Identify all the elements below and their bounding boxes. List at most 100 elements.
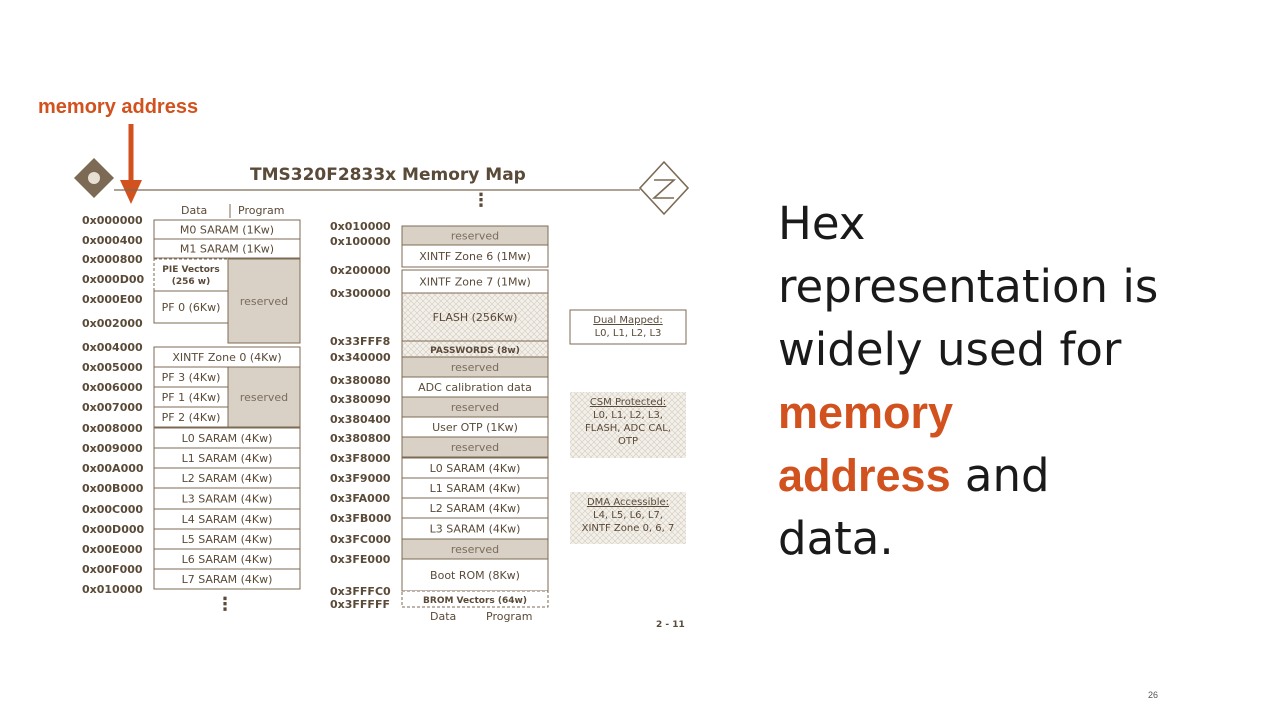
memory-block-label: reserved xyxy=(451,230,499,243)
address-label: 0x3F8000 xyxy=(330,452,391,465)
address-label: 0x00D000 xyxy=(82,523,144,536)
address-label: 0x00E000 xyxy=(82,543,143,556)
memory-block-label: L0 SARAM (4Kw) xyxy=(182,432,273,445)
address-label: 0x3FB000 xyxy=(330,512,392,525)
address-label: 0x3FC000 xyxy=(330,533,391,546)
memory-block-label: reserved xyxy=(451,543,499,556)
address-label: 0x200000 xyxy=(330,264,391,277)
memory-block xyxy=(227,366,301,428)
memory-block-label: FLASH (256Kw) xyxy=(433,311,518,324)
memory-map-diagram: TMS320F2833x Memory Map Data Program ⋮ ⋮… xyxy=(74,158,690,630)
memory-block-label: XINTF Zone 7 (1Mw) xyxy=(419,276,531,289)
memory-block xyxy=(227,258,301,344)
address-label: 0x009000 xyxy=(82,442,143,455)
memory-block-label: L2 SARAM (4Kw) xyxy=(430,502,521,515)
memory-block xyxy=(401,590,549,608)
legend-box xyxy=(570,492,686,544)
legend-line: OTP xyxy=(618,436,638,447)
continuation-dots-left: ⋮ xyxy=(216,594,234,615)
address-label: 0x000E00 xyxy=(82,293,143,306)
address-label: 0x000400 xyxy=(82,234,143,247)
memory-block-label: PF 2 (4Kw) xyxy=(162,411,221,424)
address-label: 0x380080 xyxy=(330,374,391,387)
address-label: 0x380800 xyxy=(330,432,391,445)
slide-number: 26 xyxy=(1148,690,1159,700)
memory-block xyxy=(401,558,549,592)
body-text: Hex representation is widely used for me… xyxy=(778,192,1218,570)
address-label: 0x340000 xyxy=(330,351,391,364)
memory-block xyxy=(153,258,229,292)
memory-block xyxy=(401,244,549,268)
body-and: and xyxy=(950,449,1050,502)
down-arrow-icon xyxy=(120,124,142,204)
memory-block-label: PF 0 (6Kw) xyxy=(162,301,221,314)
address-label: 0x380400 xyxy=(330,413,391,426)
memory-block-label: PIE Vectors xyxy=(162,265,219,275)
column-header-data: Data xyxy=(181,204,207,217)
memory-block-label: reserved xyxy=(451,401,499,414)
address-label: 0x007000 xyxy=(82,401,143,414)
memory-block-label: L7 SARAM (4Kw) xyxy=(182,573,273,586)
legend-title: CSM Protected: xyxy=(590,397,666,408)
page-reference: 2 - 11 xyxy=(656,620,685,630)
address-label: 0x005000 xyxy=(82,361,143,374)
memory-block xyxy=(153,290,229,324)
memory-block-label: M1 SARAM (1Kw) xyxy=(180,243,274,256)
address-label: 0x010000 xyxy=(330,220,391,233)
address-label: 0x300000 xyxy=(330,287,391,300)
memory-block-label: XINTF Zone 0 (4Kw) xyxy=(172,351,281,364)
memory-block-label: L1 SARAM (4Kw) xyxy=(182,452,273,465)
legend-line: L0, L1, L2, L3, xyxy=(593,410,663,421)
memory-block xyxy=(401,292,549,342)
body-line-3: widely used for xyxy=(778,323,1122,376)
column-header-program-bottom: Program xyxy=(486,610,532,623)
address-label: 0x000000 xyxy=(82,214,143,227)
memory-block-label: reserved xyxy=(240,391,288,404)
memory-block-label: reserved xyxy=(451,441,499,454)
legend-line: L0, L1, L2, L3 xyxy=(595,328,662,339)
address-label: 0x3FA000 xyxy=(330,492,390,505)
memory-block-label: L3 SARAM (4Kw) xyxy=(430,523,521,536)
memory-block xyxy=(153,238,301,259)
memory-block-label: M0 SARAM (1Kw) xyxy=(180,224,274,237)
address-label: 0x3FE000 xyxy=(330,553,391,566)
memory-block-label: L2 SARAM (4Kw) xyxy=(182,472,273,485)
memory-block-label: L4 SARAM (4Kw) xyxy=(182,513,273,526)
memory-block-label: User OTP (1Kw) xyxy=(432,421,518,434)
address-label: 0x000D00 xyxy=(82,273,144,286)
memory-block-label: PASSWORDS (8w) xyxy=(430,346,520,356)
legend-box xyxy=(569,309,687,345)
legend-box xyxy=(570,392,686,458)
address-label: 0x008000 xyxy=(82,422,143,435)
memory-block-label: L1 SARAM (4Kw) xyxy=(430,482,521,495)
memory-block-label: BROM Vectors (64w) xyxy=(423,596,527,606)
memory-block-label: L5 SARAM (4Kw) xyxy=(182,533,273,546)
address-label: 0x000800 xyxy=(82,253,143,266)
address-label: 0x002000 xyxy=(82,317,143,330)
memory-map-title: TMS320F2833x Memory Map xyxy=(250,165,526,185)
body-line-1: Hex xyxy=(778,197,866,250)
address-label: 0x010000 xyxy=(82,583,143,596)
memory-block-label: L6 SARAM (4Kw) xyxy=(182,553,273,566)
address-label: 0x3FFFFF xyxy=(330,598,390,611)
memory-block xyxy=(153,568,301,590)
address-label: 0x380090 xyxy=(330,393,391,406)
memory-block-label: L3 SARAM (4Kw) xyxy=(182,493,273,506)
body-line-2: representation is xyxy=(778,260,1159,313)
memory-address-annotation: memory address xyxy=(38,96,199,118)
memory-block-label: PF 1 (4Kw) xyxy=(162,391,221,404)
column-header-program: Program xyxy=(238,204,284,217)
address-label: 0x100000 xyxy=(330,235,391,248)
address-label: 0x004000 xyxy=(82,341,143,354)
memory-block-label: Boot ROM (8Kw) xyxy=(430,569,520,582)
legend-line: L4, L5, L6, L7, xyxy=(593,510,663,521)
legend-title: DMA Accessible: xyxy=(587,497,669,508)
address-label: 0x3F9000 xyxy=(330,472,391,485)
address-label: 0x3FFFC0 xyxy=(330,585,391,598)
memory-block-label: PF 3 (4Kw) xyxy=(162,371,221,384)
legend-title: Dual Mapped: xyxy=(593,315,662,326)
column-header-data-bottom: Data xyxy=(430,610,456,623)
memory-block-label: L0 SARAM (4Kw) xyxy=(430,462,521,475)
ti-logo-icon xyxy=(74,158,114,198)
zoom-z-icon xyxy=(638,160,690,216)
